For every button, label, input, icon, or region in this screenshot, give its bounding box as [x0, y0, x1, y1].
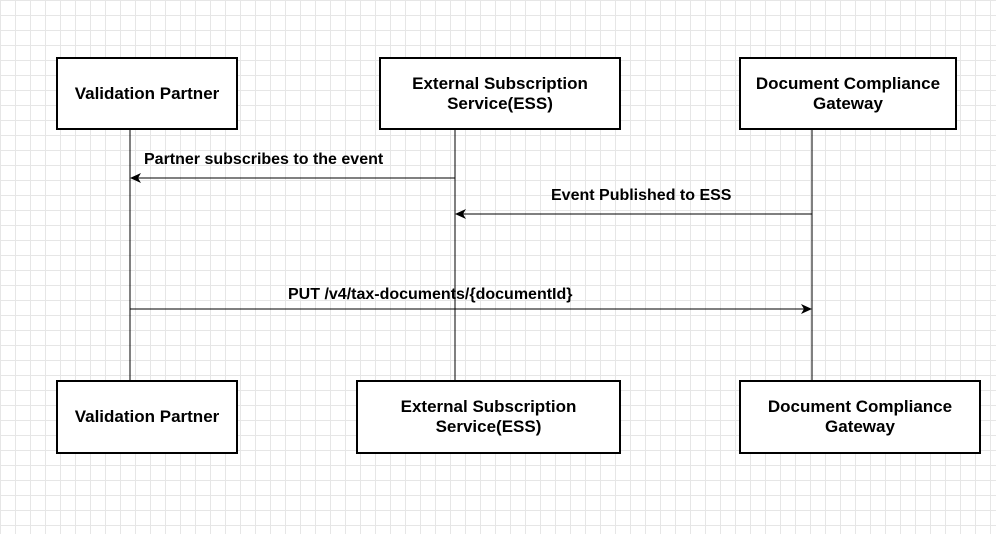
- participant-label: Validation Partner: [74, 83, 220, 103]
- message-label-subscribe: Partner subscribes to the event: [144, 151, 384, 168]
- message-label-put-document: PUT /v4/tax-documents/{documentId}: [288, 286, 573, 303]
- participant-box-validation-partner-top[interactable]: Validation Partner: [56, 57, 238, 130]
- participant-label: External Subscription Service(ESS): [400, 397, 577, 436]
- participant-label: Validation Partner: [74, 407, 220, 426]
- message-label-event-published: Event Published to ESS: [551, 187, 732, 204]
- participant-box-gateway-bottom[interactable]: Document Compliance Gateway: [739, 380, 981, 454]
- participant-box-ess-bottom[interactable]: External Subscription Service(ESS): [356, 380, 621, 454]
- participant-box-ess-top[interactable]: External Subscription Service(ESS): [379, 57, 621, 130]
- participant-label: Document Compliance Gateway: [755, 73, 941, 113]
- arrowhead-subscribe: [130, 173, 141, 183]
- arrowhead-event-published: [455, 209, 466, 219]
- participant-label: Document Compliance Gateway: [767, 397, 953, 436]
- arrowhead-put-document: [801, 304, 812, 314]
- participant-box-validation-partner-bottom[interactable]: Validation Partner: [56, 380, 238, 454]
- participant-label: External Subscription Service(ESS): [412, 73, 588, 113]
- participant-box-gateway-top[interactable]: Document Compliance Gateway: [739, 57, 957, 130]
